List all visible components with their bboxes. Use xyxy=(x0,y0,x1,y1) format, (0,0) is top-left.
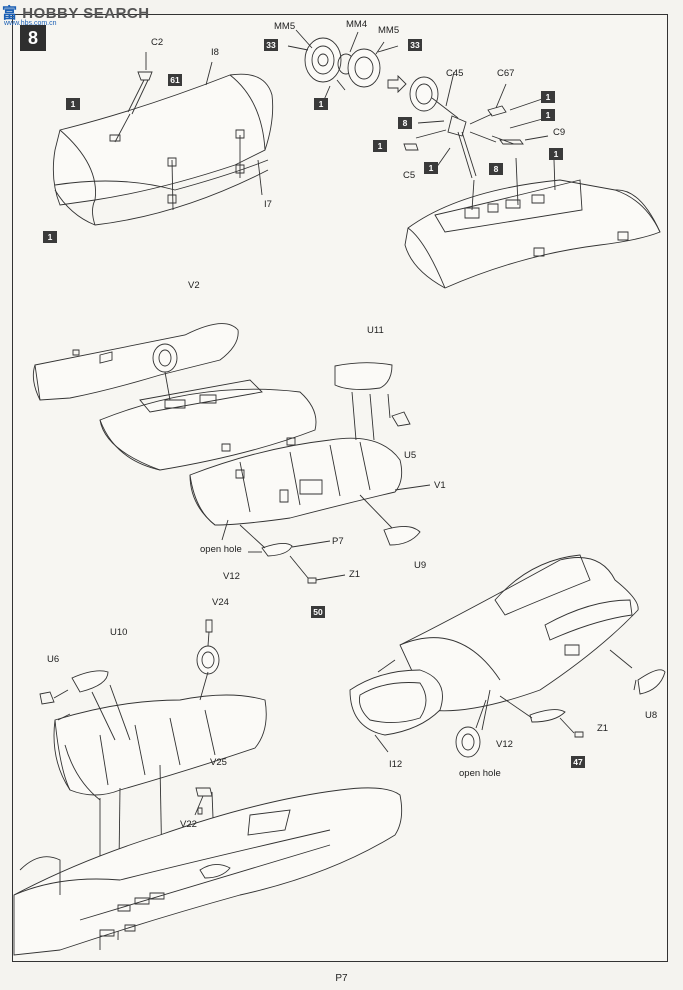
glue-ref-box-8: 8 xyxy=(489,163,503,175)
part-label-v2: V2 xyxy=(188,280,200,291)
glue-ref-box-33: 33 xyxy=(408,39,422,51)
part-label-c5: C5 xyxy=(403,170,416,181)
part-label-v1: V1 xyxy=(434,480,446,491)
glue-ref-box-1: 1 xyxy=(66,98,80,110)
glue-ref-box-50: 50 xyxy=(311,606,325,618)
part-label-i8: I8 xyxy=(211,47,219,58)
glue-ref-box-1: 1 xyxy=(549,148,563,160)
part-label-u5: U5 xyxy=(404,450,417,461)
glue-ref-box-61: 61 xyxy=(168,74,182,86)
wheel-parts xyxy=(288,30,406,100)
glue-ref-box-1: 1 xyxy=(424,162,438,174)
part-label-c45: C45 xyxy=(446,68,464,79)
note-open-hole: open hole xyxy=(200,544,242,555)
glue-ref-box-1: 1 xyxy=(43,231,57,243)
part-label-u9: U9 xyxy=(414,560,427,571)
part-label-v12: V12 xyxy=(496,739,513,750)
glue-ref-box-1: 1 xyxy=(314,98,328,110)
part-label-c2: C2 xyxy=(151,37,164,48)
nose-gear-assembly xyxy=(404,72,548,178)
part-label-mm5: MM5 xyxy=(274,21,296,32)
step-number-badge: 8 xyxy=(20,25,46,51)
nose-fuselage-topright xyxy=(405,158,660,288)
part-label-z1: Z1 xyxy=(349,569,361,580)
page-number: P7 xyxy=(335,973,348,984)
part-label-z1: Z1 xyxy=(597,723,609,734)
glue-ref-box-1: 1 xyxy=(541,91,555,103)
main-fuselage-bottom xyxy=(14,788,402,955)
part-label-c67: C67 xyxy=(497,68,515,79)
note-open-hole: open hole xyxy=(459,768,501,779)
part-label-u10: U10 xyxy=(110,627,128,638)
cockpit-section-lowerleft xyxy=(40,620,266,950)
part-label-mm5: MM5 xyxy=(378,25,400,36)
nose-section-lowerright xyxy=(350,555,665,757)
glue-ref-box-1: 1 xyxy=(373,140,387,152)
part-label-v25: V25 xyxy=(210,757,227,768)
watermark-site: www.hbs.com.cn xyxy=(4,20,57,27)
part-label-i12: I12 xyxy=(389,759,403,770)
part-label-u8: U8 xyxy=(645,710,658,721)
glue-ref-box-47: 47 xyxy=(571,756,585,768)
part-label-c9: C9 xyxy=(553,127,566,138)
part-label-v24: V24 xyxy=(212,597,229,608)
part-label-u6: U6 xyxy=(47,654,60,665)
part-label-v12: V12 xyxy=(223,571,240,582)
watermark: 富 HOBBY SEARCH xyxy=(2,5,150,22)
part-label-mm4: MM4 xyxy=(346,19,368,30)
glue-ref-box-33: 33 xyxy=(264,39,278,51)
glue-ref-box-1: 1 xyxy=(541,109,555,121)
part-label-i7: I7 xyxy=(264,199,272,210)
glue-ref-box-8: 8 xyxy=(398,117,412,129)
fuselage-middle-assembly xyxy=(33,324,430,583)
part-label-v22: V22 xyxy=(180,819,197,830)
part-label-u11: U11 xyxy=(367,325,384,336)
part-label-p7: P7 xyxy=(332,536,344,547)
canopy-assembly-topleft xyxy=(53,52,272,225)
